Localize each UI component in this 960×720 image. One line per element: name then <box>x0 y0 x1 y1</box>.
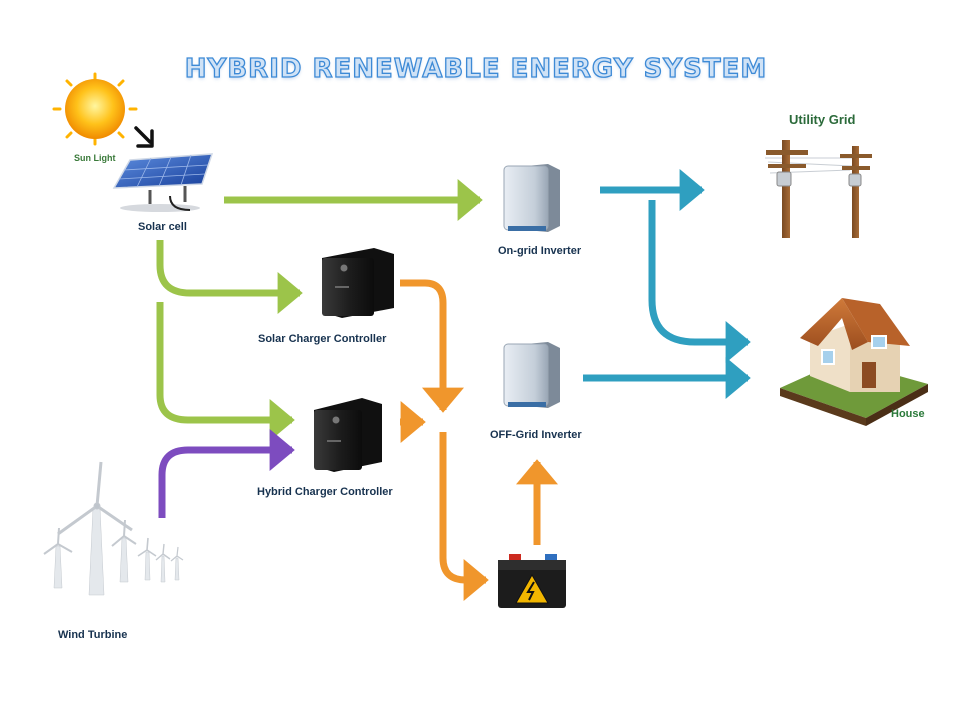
arrow-junction-to-battery <box>439 432 489 601</box>
solar-panel-icon <box>112 153 214 212</box>
arrow-solar-to-solar-charger <box>156 240 303 314</box>
utility-pole-icon <box>765 140 872 238</box>
arrow-solar-to-hybrid-charger <box>156 302 295 441</box>
sun-icon <box>52 72 138 146</box>
sunlight-arrow-icon <box>134 126 154 148</box>
arrow-solar-charger-to-battery-line <box>400 279 464 413</box>
wind-turbine-icon <box>43 461 184 596</box>
hybrid-charger-controller-icon <box>314 398 382 472</box>
solar-charger-controller-icon <box>322 248 394 318</box>
label-sun-light: Sun Light <box>74 153 116 163</box>
off-grid-inverter-icon <box>503 342 560 408</box>
label-off-grid-inverter: OFF-Grid Inverter <box>490 429 582 441</box>
connectors <box>156 169 751 601</box>
diagram-title: HYBRID RENEWABLE ENERGY SYSTEM <box>184 53 768 84</box>
label-solar-cell: Solar cell <box>138 221 187 233</box>
label-house: House <box>891 408 925 420</box>
on-grid-inverter-icon <box>503 164 560 232</box>
label-wind-turbine: Wind Turbine <box>58 629 128 641</box>
battery-icon <box>498 554 566 608</box>
label-solar-charger-controller: Solar Charger Controller <box>258 333 387 345</box>
label-hybrid-charger-controller: Hybrid Charger Controller <box>257 486 393 498</box>
arrow-wind-to-hybrid-charger <box>158 429 295 518</box>
label-on-grid-inverter: On-grid Inverter <box>498 245 582 257</box>
label-utility-grid: Utility Grid <box>789 112 856 127</box>
arrow-on-grid-to-house <box>648 200 751 363</box>
house-icon <box>780 298 928 426</box>
